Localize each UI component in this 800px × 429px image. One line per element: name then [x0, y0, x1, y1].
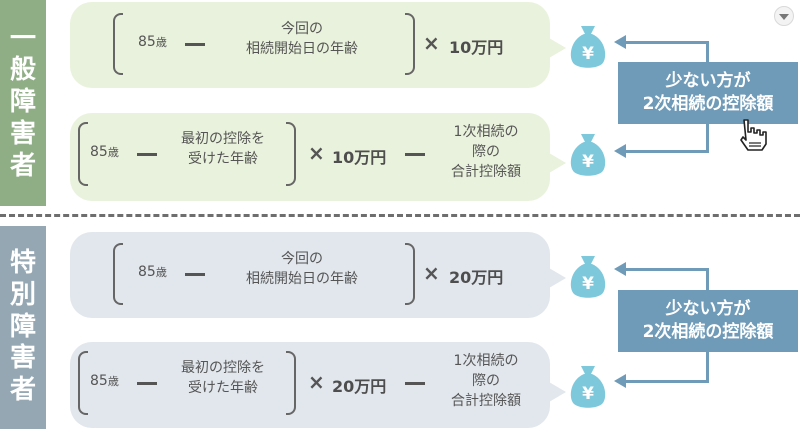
formula-box-special-1	[70, 232, 566, 318]
age-value: 85歳	[90, 144, 119, 160]
bracket-right	[405, 243, 415, 305]
times-sign: ×	[423, 261, 440, 285]
minus-sign	[137, 382, 157, 385]
formula-box-special-2	[70, 342, 566, 428]
section-divider	[0, 214, 800, 217]
label-char: 般	[9, 55, 36, 86]
connector-line	[706, 41, 709, 62]
times-sign: ×	[308, 141, 325, 165]
yen-money-bag-icon: ¥	[570, 366, 606, 408]
svg-text:¥: ¥	[582, 274, 594, 294]
svg-text:¥: ¥	[582, 44, 594, 64]
minus-sign	[185, 273, 205, 276]
multiplier-value: 10万円	[449, 38, 504, 57]
connector-line	[625, 150, 709, 153]
connector-line	[706, 124, 709, 152]
connector-line	[706, 352, 709, 382]
svg-text:¥: ¥	[582, 384, 594, 404]
label-char: 害	[9, 118, 36, 149]
bracket-left	[78, 351, 88, 415]
label-char: 別	[9, 279, 36, 310]
bracket-right	[286, 351, 296, 415]
label-char: 一	[9, 23, 36, 54]
general-disabled-label: 一 般 障 害 者	[0, 0, 46, 206]
connector-line	[625, 268, 709, 271]
arrow-left-icon	[614, 262, 626, 276]
bracket-right	[405, 13, 415, 75]
special-disabled-label: 特 別 障 害 者	[0, 226, 46, 429]
bracket-left	[113, 243, 123, 305]
connector-line	[625, 41, 709, 44]
formula-box-general-2	[70, 113, 566, 201]
arrow-left-icon	[614, 144, 626, 158]
age-value: 85歳	[90, 373, 119, 389]
term-first-inheritance-deduction: 1次相続の 際の 合計控除額	[451, 124, 521, 180]
multiplier-value: 20万円	[449, 268, 504, 287]
times-sign: ×	[423, 31, 440, 55]
term-current-age: 今回の 相続開始日の年齢	[246, 251, 358, 287]
age-value: 85歳	[138, 264, 167, 280]
age-value: 85歳	[138, 34, 167, 50]
term-first-inheritance-deduction: 1次相続の 際の 合計控除額	[451, 353, 521, 409]
term-current-age: 今回の 相続開始日の年齢	[246, 21, 358, 57]
bracket-left	[113, 13, 123, 75]
label-char: 障	[9, 87, 36, 118]
times-sign: ×	[308, 370, 325, 394]
bracket-right	[286, 122, 296, 186]
connector-line	[625, 380, 709, 383]
minus-sign	[185, 43, 205, 46]
connector-line	[706, 268, 709, 290]
result-box-general: 少ない方が 2次相続の控除額	[618, 62, 798, 124]
svg-text:¥: ¥	[582, 152, 594, 172]
minus-sign	[405, 382, 425, 385]
dropdown-toggle-button[interactable]	[774, 6, 794, 26]
hand-pointer-cursor-icon	[740, 119, 767, 151]
term-first-deduction-age: 最初の控除を 受けた年齢	[181, 131, 265, 167]
arrow-left-icon	[614, 35, 626, 49]
label-char: 特	[9, 248, 36, 279]
formula-box-general-1	[70, 2, 566, 88]
label-char: 者	[9, 150, 36, 181]
yen-money-bag-icon: ¥	[570, 134, 606, 176]
arrow-left-icon	[614, 374, 626, 388]
minus-sign	[137, 153, 157, 156]
label-char: 障	[9, 311, 36, 342]
multiplier-value: 10万円	[332, 148, 387, 167]
term-first-deduction-age: 最初の控除を 受けた年齢	[181, 360, 265, 396]
label-char: 者	[9, 375, 36, 406]
result-box-special: 少ない方が 2次相続の控除額	[618, 290, 798, 352]
bracket-left	[78, 122, 88, 186]
yen-money-bag-icon: ¥	[570, 26, 606, 68]
multiplier-value: 20万円	[332, 377, 387, 396]
minus-sign	[405, 153, 425, 156]
yen-money-bag-icon: ¥	[570, 256, 606, 298]
label-char: 害	[9, 343, 36, 374]
